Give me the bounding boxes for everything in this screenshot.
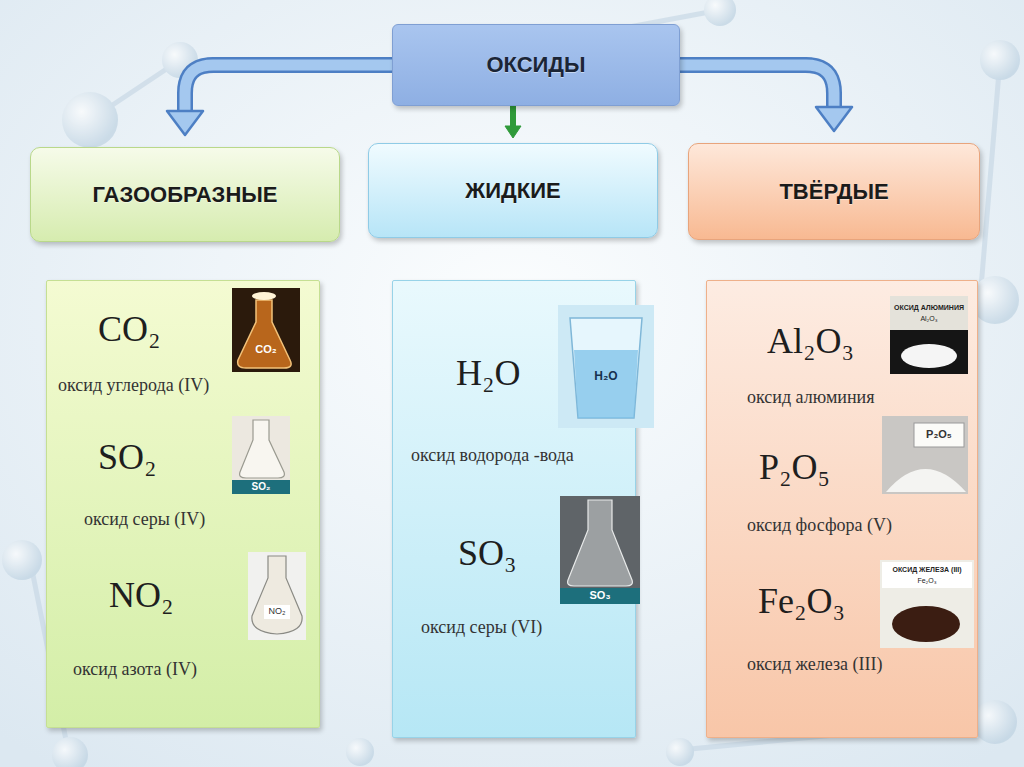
oxide-formula: P₂O₅ xyxy=(759,446,830,488)
flask xyxy=(238,300,291,368)
molecule-bond xyxy=(980,60,1000,300)
oxide-name: оксид серы (VI) xyxy=(421,617,542,638)
label-card xyxy=(914,423,964,447)
oxide-formula: SO₂ xyxy=(98,436,157,478)
category-box: ГАЗООБРАЗНЫЕ xyxy=(30,147,340,242)
connector-shaft xyxy=(185,65,392,113)
molecule-atom xyxy=(2,540,42,580)
oxide-formula: Fe₂O₃ xyxy=(758,580,845,622)
connector-shaft-fill xyxy=(185,65,392,113)
photo-label: P₂O₅ xyxy=(926,429,952,440)
powder xyxy=(901,344,957,368)
molecule-atom xyxy=(52,737,88,767)
no2-photo xyxy=(248,552,306,640)
oxide-formula: H₂O xyxy=(456,352,521,394)
molecule-atom xyxy=(973,700,1017,744)
connector-shaft xyxy=(510,106,516,128)
co2-photo xyxy=(232,288,300,372)
oxide-name: оксид фосфора (V) xyxy=(747,515,892,536)
box-title: ЖИДКИЕ xyxy=(465,178,560,204)
photo-ground xyxy=(558,305,654,428)
powder xyxy=(892,606,960,642)
category-box: ЖИДКИЕ xyxy=(368,143,658,238)
label-card xyxy=(264,605,290,619)
label-strip xyxy=(232,480,290,494)
oxide-formula: NO₂ xyxy=(109,574,174,616)
oxide-name: оксид водорода -вода xyxy=(411,445,574,466)
al2o3-photo xyxy=(890,296,968,374)
photo-label: NO₂ xyxy=(269,607,286,616)
oxide-formula: CO₂ xyxy=(98,308,161,350)
photo-label: ОКСИД АЛЮМИНИЯ xyxy=(894,304,964,311)
box-title: ГАЗООБРАЗНЫЕ xyxy=(92,182,277,208)
oxide-name: оксид алюминия xyxy=(747,387,875,408)
molecule-atom xyxy=(704,0,736,26)
label-card xyxy=(890,296,968,330)
oxide-formula: Al₂O₃ xyxy=(767,320,854,362)
molecule-atom xyxy=(346,738,374,766)
photo-label: SO₂ xyxy=(252,482,271,492)
flask xyxy=(568,500,633,586)
photo-ground xyxy=(248,552,306,640)
photo-label: CO₂ xyxy=(255,344,276,355)
arrowhead xyxy=(505,126,521,138)
molecule-atom xyxy=(62,92,118,148)
connector-shaft xyxy=(680,65,834,109)
water xyxy=(574,350,638,418)
oxide-panel: H₂O оксид водорода -водаSO₃ оксид серы (VI… xyxy=(392,280,636,738)
p2o5-photo xyxy=(882,416,968,494)
box-title: ТВЁРДЫЕ xyxy=(779,179,888,205)
connector-shaft-fill xyxy=(680,65,834,109)
oxide-name: оксид углерода (IV) xyxy=(58,375,209,396)
molecule-atom xyxy=(666,738,694,766)
molecule-atom xyxy=(971,276,1019,324)
photo-label: Fe₂O₃ xyxy=(917,577,936,584)
label-card xyxy=(882,562,972,588)
box-title: ОКСИДЫ xyxy=(486,52,585,78)
flask xyxy=(240,420,285,478)
oxide-name: оксид железа (III) xyxy=(747,654,883,675)
photo-ground xyxy=(232,416,290,494)
oxide-panel: Al₂O₃ оксид алюминияP₂O₅ оксид фосфора (V)… xyxy=(706,280,978,738)
photo-ground xyxy=(890,296,968,374)
photo-label: Al₂O₃ xyxy=(920,315,937,322)
flask xyxy=(252,556,302,634)
connector-arrow xyxy=(505,106,521,138)
photo-ground xyxy=(882,416,968,494)
fe2o3-photo xyxy=(880,560,974,648)
so2-photo xyxy=(232,416,290,494)
so3-photo xyxy=(560,496,640,604)
glass xyxy=(570,318,642,418)
photo-ground xyxy=(232,288,300,372)
photo-ground xyxy=(560,496,640,604)
label-strip xyxy=(560,588,640,604)
connector-arrow xyxy=(680,65,852,131)
powder xyxy=(886,469,966,492)
photo-label: H₂O xyxy=(594,370,617,382)
oxide-formula: SO₃ xyxy=(458,532,517,574)
arrowhead xyxy=(167,111,203,135)
molecule-atom xyxy=(980,40,1020,80)
oxide-panel: CO₂ оксид углерода (IV) SO₂ оксид серы (IV)… xyxy=(46,280,320,728)
photo-label: ОКСИД ЖЕЛЕЗА (III) xyxy=(892,566,961,573)
oxide-name: оксид азота (IV) xyxy=(73,659,197,680)
category-box: ТВЁРДЫЕ xyxy=(688,143,980,240)
photo-label: SO₃ xyxy=(590,590,611,601)
photo-ground xyxy=(880,560,974,648)
flask-glow xyxy=(252,292,276,300)
connector-arrow xyxy=(167,65,392,135)
root-box: ОКСИДЫ xyxy=(392,24,680,106)
arrowhead xyxy=(816,107,852,131)
water-photo xyxy=(558,305,654,428)
oxide-name: оксид серы (IV) xyxy=(84,509,205,530)
